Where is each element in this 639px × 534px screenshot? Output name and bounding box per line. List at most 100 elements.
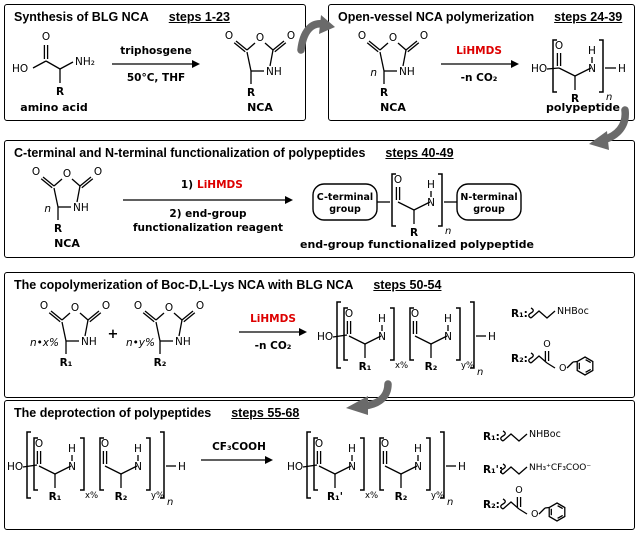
panel2-title: Open-vessel NCA polymerization [338, 10, 535, 24]
subscript-n: n [606, 92, 612, 103]
c-terminal-label-line2: group [329, 204, 361, 215]
condition-temp-solvent: 50°C, THF [127, 72, 185, 84]
reaction-arrow-2: LiHMDS -n CO₂ [441, 45, 519, 84]
nca-structure: R NCA [224, 29, 296, 114]
arrowhead [299, 328, 307, 336]
r-group-definitions: R₁: NHBoc R₂: O O [511, 306, 594, 376]
coefficient-nx: n•x% [30, 337, 59, 349]
atom-O: O [42, 31, 50, 43]
panel5-title: The deprotection of polypeptides [14, 406, 212, 420]
c-terminal-label-line1: C-terminal [317, 192, 373, 203]
r2-definition-label: R₂: [483, 499, 500, 511]
panel4-steps-label: steps 50-54 [373, 278, 442, 292]
nca-monomer-2: n•y% R₂ [126, 299, 205, 369]
panel5-header: The deprotection of polypeptides steps 5… [5, 401, 634, 420]
panel3-steps-label: steps 40-49 [385, 146, 454, 160]
atom-R: R [56, 86, 64, 98]
r2-definition-label: R₂: [511, 353, 528, 365]
caption-nca: NCA [247, 101, 273, 114]
atom-R: R [410, 227, 418, 239]
panel2-steps-label: steps 24-39 [554, 10, 623, 24]
atom-R1: R₁ [49, 491, 62, 503]
reagent-triphosgene: triphosgene [120, 45, 192, 57]
panel3-scheme: n R NCA 1) LiHMDS 2) end-group functiona… [31, 165, 534, 250]
caption-polypeptide: polypeptide [546, 101, 620, 114]
panel4-title: The copolymerization of Boc-D,L-Lys NCA … [14, 278, 354, 292]
atom-R1: R₁ [359, 361, 372, 373]
reagent-lihmds: LiHMDS [456, 45, 502, 57]
functionalized-polypeptide-structure: C-terminal group R n N-terminal group en… [300, 173, 534, 250]
group-nhboc: NHBoc [529, 429, 561, 440]
nca-structure: n R NCA [31, 165, 103, 250]
atom-R: R [571, 93, 579, 105]
protected-copolymer: R₁ R₂ [7, 432, 186, 508]
panel-copolymerization: The copolymerization of Boc-D,L-Lys NCA … [4, 272, 635, 398]
coefficient-n: n [370, 67, 377, 79]
byproduct-co2: -n CO₂ [255, 340, 292, 352]
atom-HO: HO [12, 63, 28, 75]
panel5-steps-label: steps 55-68 [231, 406, 300, 420]
atom-R2: R₂ [154, 357, 167, 369]
arrowhead [192, 60, 200, 68]
reaction-arrow-5: CF₃COOH [201, 441, 273, 464]
atom-O-ester: O [559, 363, 566, 374]
reaction-arrow-4: LiHMDS -n CO₂ [239, 313, 307, 352]
atom-R: R [380, 87, 388, 99]
coefficient-n: n [44, 203, 51, 215]
atom-O: O [543, 339, 550, 350]
panel-end-group-functionalization: C-terminal and N-terminal functionalizat… [4, 140, 635, 258]
atom-H-end: H [618, 63, 626, 75]
atom-O-ester: O [531, 509, 538, 520]
atom-R1-prime: R₁' [327, 491, 343, 503]
caption-amino-acid: amino acid [20, 101, 87, 114]
deprotected-copolymer: R₁' R₂ [287, 432, 466, 508]
reaction-arrow-3: 1) LiHMDS 2) end-group functionalization… [123, 179, 293, 234]
plus-sign: + [108, 327, 119, 342]
r1-prime-definition-label: R₁': [483, 464, 503, 476]
arrowhead [511, 60, 519, 68]
n-terminal-group-box [456, 183, 522, 221]
n-terminal-label-line1: N-terminal [460, 192, 517, 203]
atom-HO: HO [531, 63, 547, 75]
atom-R1: R₁ [60, 357, 73, 369]
nca-monomer-1: n•x% R₁ [30, 299, 111, 369]
atom-R: R [54, 223, 62, 235]
panel1-scheme: HO O NH₂ R amino acid triphosgene 50°C, … [12, 29, 296, 114]
atom-NH2: NH₂ [75, 56, 95, 68]
copolymer-product: R₁ R₂ [317, 302, 496, 378]
atom-R2: R₂ [425, 361, 438, 373]
arrowhead [285, 196, 293, 204]
panel-deprotection: The deprotection of polypeptides steps 5… [4, 400, 635, 530]
panel2-header: Open-vessel NCA polymerization steps 24-… [329, 5, 634, 24]
amino-acid-structure: HO O NH₂ R amino acid [12, 31, 95, 114]
panel1-header: Synthesis of BLG NCA steps 1-23 [5, 5, 305, 24]
reagent-step2-line1: 2) end-group [169, 208, 247, 220]
group-ammonium-tfa: NH₃⁺CF₃COO⁻ [529, 463, 591, 473]
panel3-header: C-terminal and N-terminal functionalizat… [5, 141, 634, 160]
panel3-title: C-terminal and N-terminal functionalizat… [14, 146, 366, 160]
subscript-n: n [445, 226, 451, 237]
byproduct-co2: -n CO₂ [461, 72, 498, 84]
panel-open-vessel-polymerization: Open-vessel NCA polymerization steps 24-… [328, 4, 635, 121]
atom-R: R [247, 87, 255, 99]
coefficient-ny: n•y% [126, 337, 155, 349]
caption-nca: NCA [380, 101, 406, 114]
polypeptide-structure: HO R n H polypeptide [531, 39, 626, 114]
n-terminal-label-line2: group [473, 204, 505, 215]
panel4-header: The copolymerization of Boc-D,L-Lys NCA … [5, 273, 634, 292]
panel4-scheme: n•x% R₁ + n•y% R₂ LiHMDS -n CO₂ R₁ R₂ [30, 299, 594, 389]
atom-R2: R₂ [395, 491, 408, 503]
reagent-step1-prefix: 1) [181, 179, 193, 191]
group-nhboc: NHBoc [557, 306, 589, 317]
r1-definition-label: R₁: [511, 308, 528, 320]
caption-functionalized-polypeptide: end-group functionalized polypeptide [300, 238, 534, 250]
r-group-definitions: R₁: NHBoc R₁': NH₃⁺CF₃COO⁻ R₂: O O [483, 429, 591, 522]
panel1-title: Synthesis of BLG NCA [14, 10, 149, 24]
panel2-scheme: n R NCA LiHMDS -n CO₂ HO R n H [357, 29, 626, 114]
panel5-scheme: R₁ R₂ CF₃COOH R₁' R₂ R₁: NHBoc R₁': [5, 429, 591, 522]
panel1-steps-label: steps 1-23 [168, 10, 230, 24]
reagent-tfa: CF₃COOH [212, 441, 266, 453]
panel-synthesis-blg-nca: Synthesis of BLG NCA steps 1-23 HO O NH₂… [4, 4, 306, 121]
nca-structure: n R NCA [357, 29, 429, 114]
